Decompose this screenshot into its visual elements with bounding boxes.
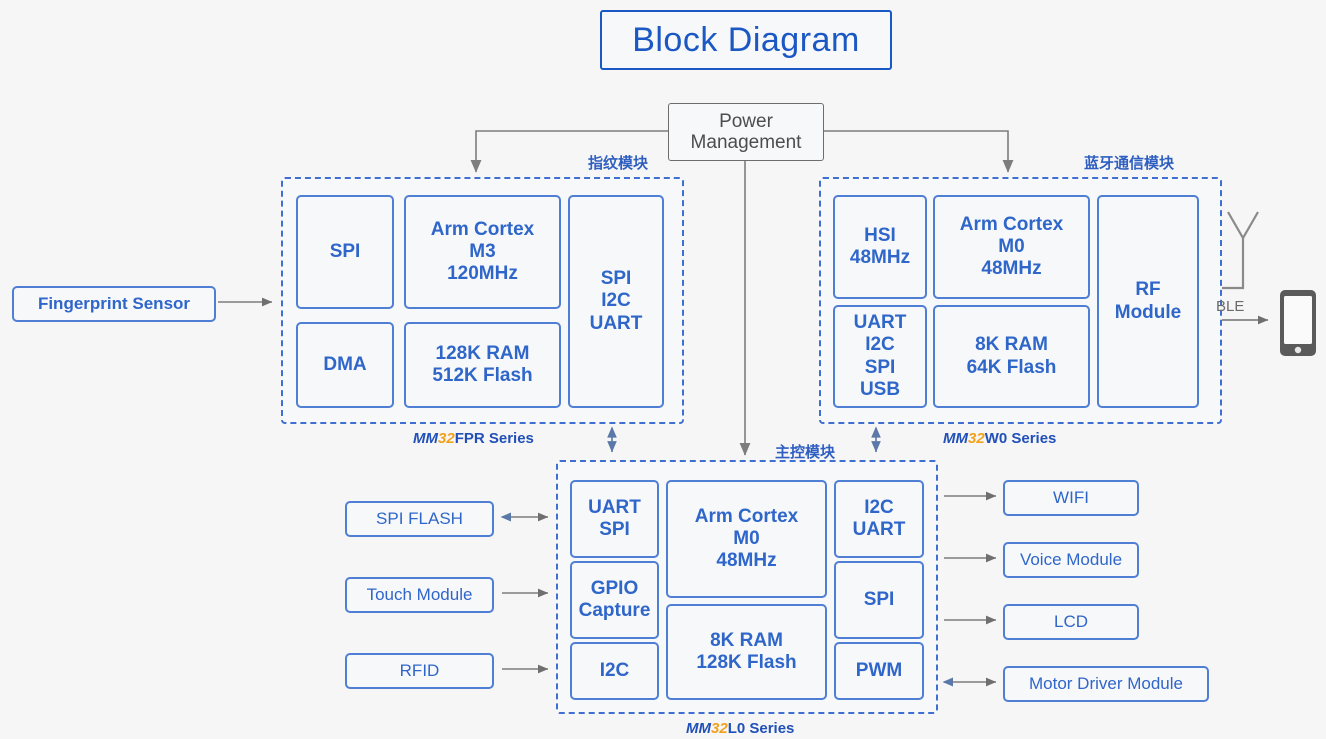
- peripheral-wifi[interactable]: WIFI: [1003, 480, 1139, 516]
- l0-block-core[interactable]: Arm Cortex M0 48MHz: [666, 480, 827, 598]
- fingerprint-sensor-block[interactable]: Fingerprint Sensor: [12, 286, 216, 322]
- peripheral-lcd[interactable]: LCD: [1003, 604, 1139, 640]
- fpr-block-spi[interactable]: SPI: [296, 195, 394, 309]
- l0-block-uart-spi[interactable]: UART SPI: [570, 480, 659, 558]
- fpr-series-mm: MM: [413, 430, 438, 447]
- fpr-series-rest: FPR Series: [454, 430, 534, 447]
- w0-series-rest: W0 Series: [984, 430, 1057, 447]
- l0-block-gpio-capture[interactable]: GPIO Capture: [570, 561, 659, 639]
- fpr-block-dma[interactable]: DMA: [296, 322, 394, 408]
- smartphone-icon: [1280, 290, 1316, 356]
- bluetooth-module-cn-label: 蓝牙通信模块: [1084, 155, 1175, 172]
- w0-block-memory[interactable]: 8K RAM 64K Flash: [933, 305, 1090, 408]
- peripheral-motor-driver-module[interactable]: Motor Driver Module: [1003, 666, 1209, 702]
- l0-block-memory[interactable]: 8K RAM 128K Flash: [666, 604, 827, 700]
- fpr-block-interfaces[interactable]: SPI I2C UART: [568, 195, 664, 408]
- peripheral-touch-module[interactable]: Touch Module: [345, 577, 494, 613]
- w0-block-interfaces[interactable]: UART I2C SPI USB: [833, 305, 927, 408]
- fingerprint-module-cn-label: 指纹模块: [588, 155, 649, 172]
- l0-series-label: MM32L0 Series: [686, 720, 794, 737]
- peripheral-voice-module[interactable]: Voice Module: [1003, 542, 1139, 578]
- fpr-block-memory[interactable]: 128K RAM 512K Flash: [404, 322, 561, 408]
- l0-series-mm: MM: [686, 720, 711, 737]
- w0-series-label: MM32W0 Series: [943, 430, 1056, 447]
- fpr-series-num: 32: [438, 430, 455, 447]
- page-title: Block Diagram: [600, 10, 892, 70]
- l0-series-rest: L0 Series: [727, 720, 795, 737]
- fpr-series-label: MM32FPR Series: [413, 430, 534, 447]
- w0-block-hsi[interactable]: HSI 48MHz: [833, 195, 927, 299]
- main-module-cn-label: 主控模块: [775, 444, 836, 461]
- peripheral-spi-flash[interactable]: SPI FLASH: [345, 501, 494, 537]
- w0-series-num: 32: [968, 430, 985, 447]
- w0-block-core[interactable]: Arm Cortex M0 48MHz: [933, 195, 1090, 299]
- peripheral-rfid[interactable]: RFID: [345, 653, 494, 689]
- fpr-block-core[interactable]: Arm Cortex M3 120MHz: [404, 195, 561, 309]
- l0-block-i2c-uart[interactable]: I2C UART: [834, 480, 924, 558]
- l0-block-pwm[interactable]: PWM: [834, 642, 924, 700]
- ble-link-label: BLE: [1216, 298, 1245, 315]
- l0-block-spi-right[interactable]: SPI: [834, 561, 924, 639]
- power-management-block: Power Management: [668, 103, 824, 161]
- w0-block-rf[interactable]: RF Module: [1097, 195, 1199, 408]
- l0-block-i2c-left[interactable]: I2C: [570, 642, 659, 700]
- w0-series-mm: MM: [943, 430, 968, 447]
- l0-series-num: 32: [711, 720, 728, 737]
